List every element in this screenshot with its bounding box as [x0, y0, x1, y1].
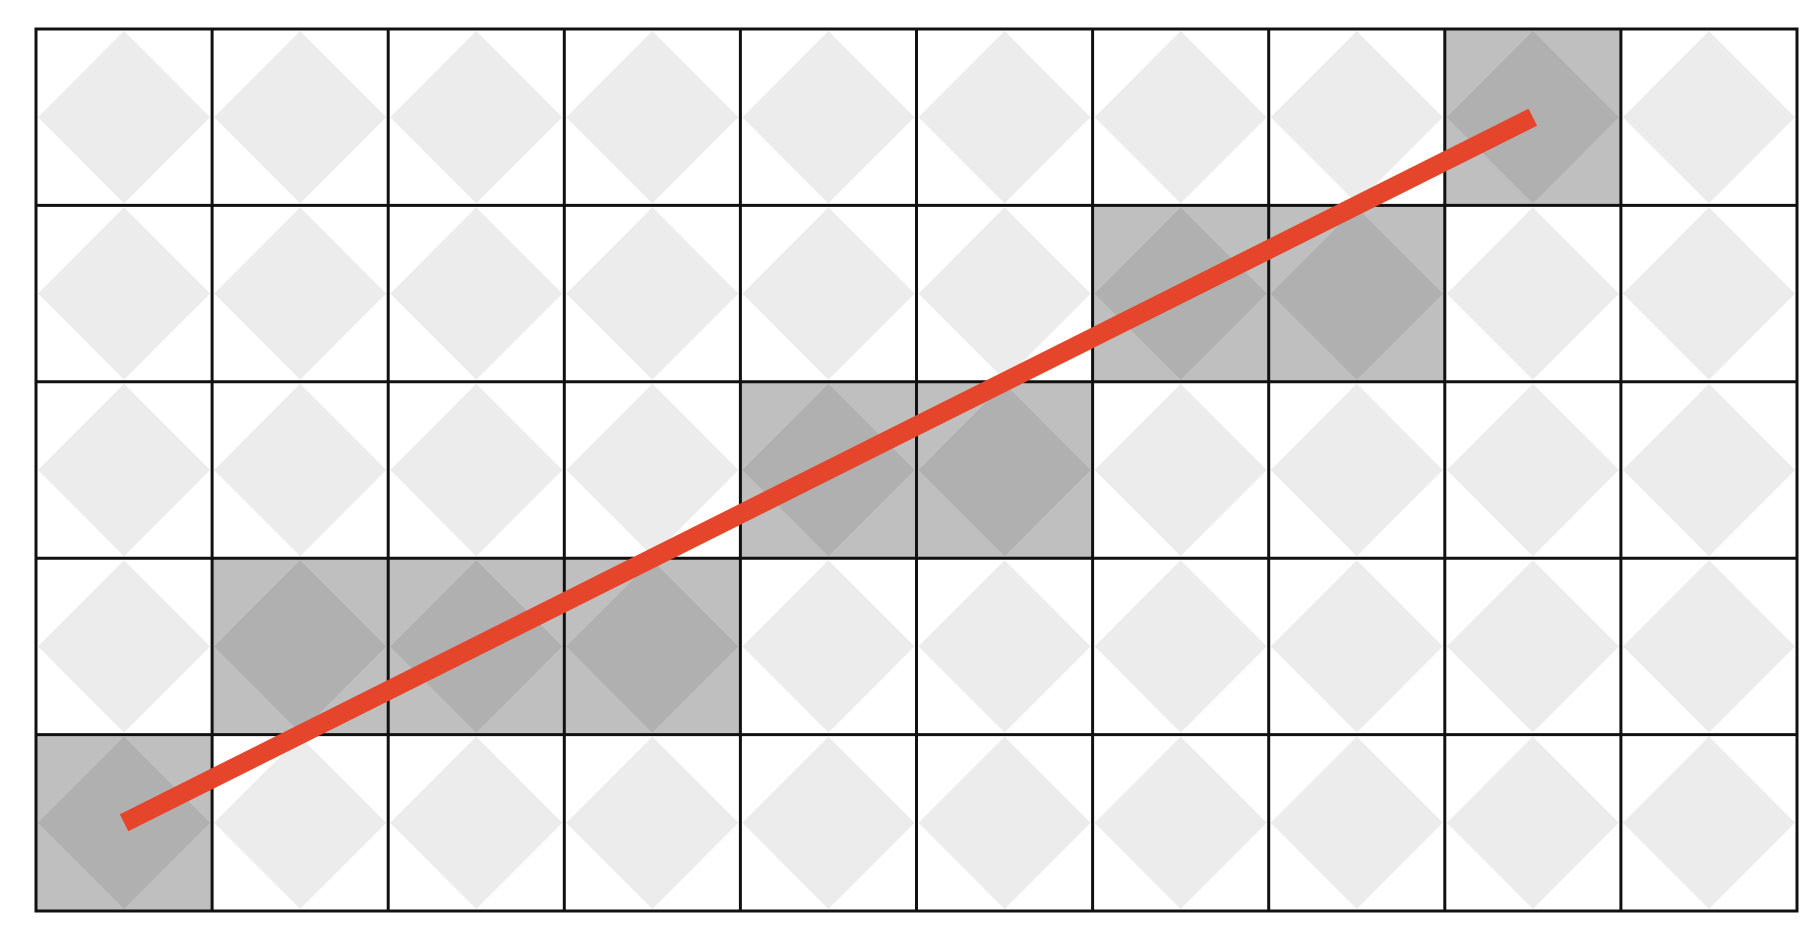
- grid-cell: [1268, 381, 1445, 559]
- cell-diamond: [38, 31, 211, 204]
- cell-diamond: [390, 383, 563, 557]
- cell-diamond: [1446, 207, 1619, 380]
- grid-cell: [1092, 29, 1269, 206]
- grid-cell: [36, 558, 213, 735]
- grid-cell: [740, 29, 917, 206]
- grid-cell: [1620, 205, 1797, 382]
- cell-diamond: [1446, 736, 1619, 909]
- cell-diamond: [38, 560, 211, 733]
- cell-diamond: [1094, 31, 1267, 204]
- grid-cell: [564, 205, 741, 382]
- cell-diamond: [566, 31, 739, 204]
- grid-cells: [36, 29, 1797, 911]
- cell-diamond: [1270, 31, 1443, 204]
- grid-cell: [564, 29, 741, 206]
- cell-diamond: [918, 560, 1091, 733]
- cell-diamond: [742, 736, 915, 909]
- cell-diamond: [1270, 560, 1443, 733]
- cell-diamond: [1622, 207, 1795, 380]
- cell-diamond: [1094, 560, 1267, 733]
- grid-cell: [916, 29, 1093, 206]
- cell-diamond: [1622, 383, 1795, 557]
- cell-diamond: [214, 560, 387, 733]
- grid-cell: [388, 205, 565, 382]
- grid-cell: [740, 205, 917, 382]
- line-segment: [119, 108, 1538, 832]
- grid-cell: [1444, 381, 1621, 559]
- cell-diamond: [390, 736, 563, 909]
- grid-cell: [1092, 734, 1269, 911]
- grid-cell: [1092, 558, 1269, 735]
- grid-cell: [1444, 205, 1621, 382]
- cell-diamond: [918, 383, 1091, 557]
- grid-cell: [212, 29, 389, 206]
- cell-diamond: [918, 31, 1091, 204]
- cell-diamond: [1094, 383, 1267, 557]
- grid-cell: [740, 558, 917, 735]
- grid-cell: [212, 205, 389, 382]
- cell-diamond: [566, 560, 739, 733]
- cell-diamond: [214, 736, 387, 909]
- grid-cell: [1444, 558, 1621, 735]
- grid-cell: [388, 381, 565, 559]
- grid-cell: [388, 734, 565, 911]
- grid-cell: [212, 381, 389, 559]
- grid-cell: [564, 734, 741, 911]
- cell-diamond: [214, 31, 387, 204]
- grid-cell: [740, 734, 917, 911]
- cell-diamond: [1622, 31, 1795, 204]
- grid-cell: [1268, 558, 1445, 735]
- grid-cell: [916, 558, 1093, 735]
- grid-cell: [1620, 734, 1797, 911]
- cell-diamond: [214, 383, 387, 557]
- cell-diamond: [1446, 383, 1619, 557]
- highlighted-cell: [1444, 29, 1621, 206]
- grid-lines: [34, 27, 1799, 913]
- cell-diamond: [566, 736, 739, 909]
- cell-diamond: [742, 560, 915, 733]
- cell-diamond: [1622, 560, 1795, 733]
- cell-diamond: [1270, 207, 1443, 380]
- cell-diamond: [390, 207, 563, 380]
- cell-diamond: [742, 31, 915, 204]
- grid-cell: [1620, 29, 1797, 206]
- grid-cell: [1092, 381, 1269, 559]
- cell-diamond: [390, 31, 563, 204]
- grid-cell: [1620, 558, 1797, 735]
- cell-diamond: [38, 207, 211, 380]
- grid-cell: [1268, 29, 1445, 206]
- cell-diamond: [1270, 383, 1443, 557]
- grid-cell: [1268, 734, 1445, 911]
- grid-cell: [36, 205, 213, 382]
- cell-diamond: [918, 736, 1091, 909]
- cell-diamond: [742, 207, 915, 380]
- grid-cell: [36, 29, 213, 206]
- grid-cell: [916, 734, 1093, 911]
- cell-diamond: [1270, 736, 1443, 909]
- cell-diamond: [1446, 560, 1619, 733]
- cell-diamond: [566, 383, 739, 557]
- cell-diamond: [214, 207, 387, 380]
- cell-diamond: [1446, 31, 1619, 204]
- cell-diamond: [566, 207, 739, 380]
- grid-cell: [36, 381, 213, 559]
- highlighted-cell: [1268, 205, 1445, 382]
- line-segment-layer: [119, 108, 1538, 832]
- cell-diamond: [38, 383, 211, 557]
- grid-cell: [1444, 734, 1621, 911]
- cell-diamond: [918, 207, 1091, 380]
- cell-diamond: [1622, 736, 1795, 909]
- cell-diamond: [1094, 736, 1267, 909]
- grid-cell: [1620, 381, 1797, 559]
- grid-cell: [388, 29, 565, 206]
